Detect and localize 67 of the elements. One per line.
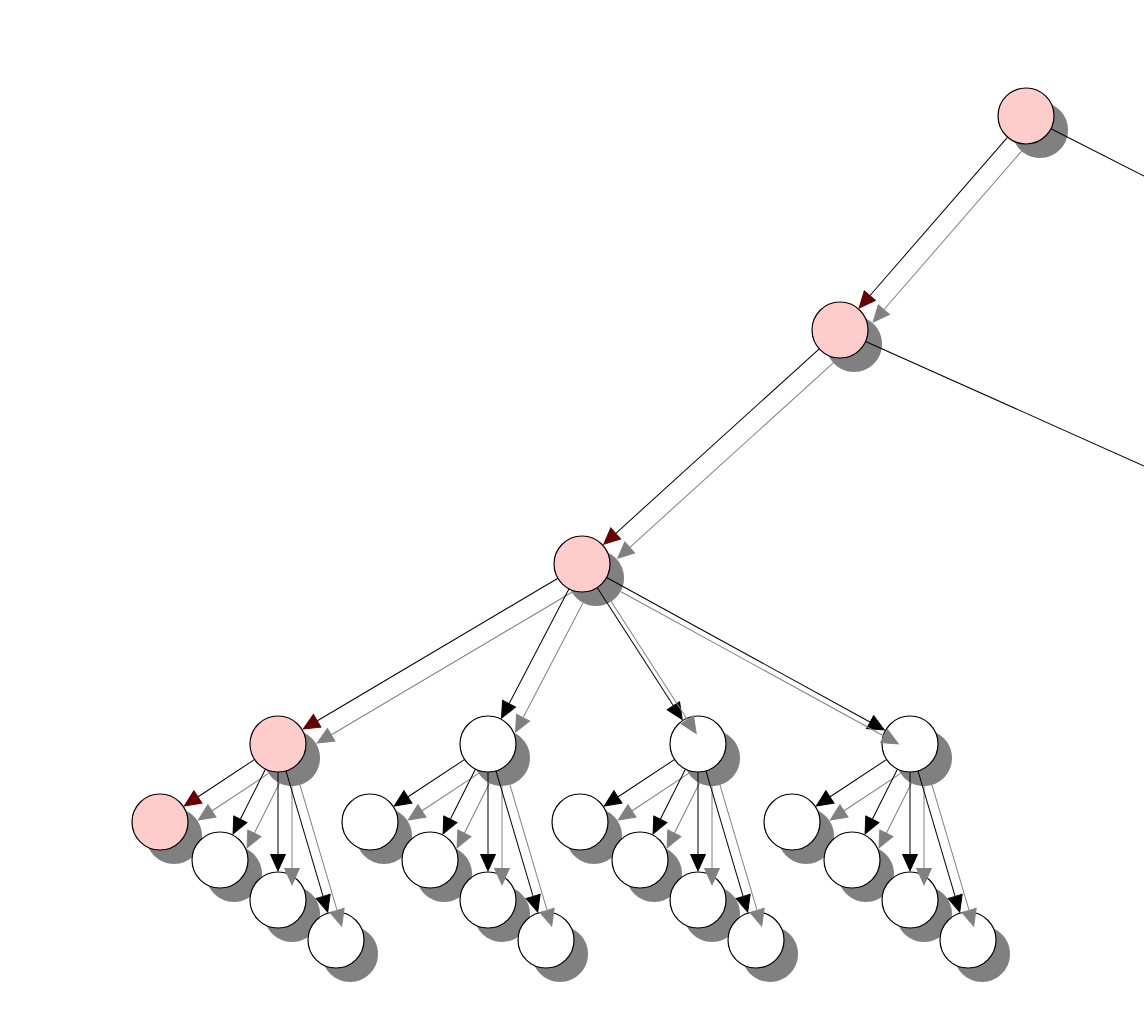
arrow <box>246 782 280 849</box>
circle-node <box>823 831 894 902</box>
arrow <box>494 785 510 886</box>
circle-node <box>553 535 624 606</box>
arrow <box>596 587 683 720</box>
arrow <box>617 362 834 559</box>
arrow <box>442 768 476 835</box>
arrow <box>858 136 1009 309</box>
arrow <box>509 784 555 927</box>
arrow <box>606 576 885 731</box>
arrow <box>666 782 700 849</box>
circle-node <box>341 793 412 864</box>
arrow <box>285 770 331 913</box>
arrow <box>197 772 270 821</box>
circle-node <box>669 871 740 942</box>
circle-node <box>517 911 588 982</box>
arrow <box>931 784 977 927</box>
arrow <box>705 770 751 913</box>
circle-node <box>459 715 530 786</box>
arrow <box>407 772 480 821</box>
arrow <box>829 772 902 821</box>
circle-node <box>939 911 1010 982</box>
arrow <box>501 588 570 719</box>
arrow <box>704 785 720 886</box>
arrow <box>393 758 466 807</box>
circle-node <box>881 715 952 786</box>
arrow <box>515 602 584 733</box>
circle-node <box>611 831 682 902</box>
arrow <box>719 784 765 927</box>
arrow <box>652 768 686 835</box>
arrow <box>690 771 706 872</box>
circle-node <box>669 715 740 786</box>
arrow <box>620 591 899 745</box>
arrow <box>603 348 820 545</box>
arrow <box>617 772 690 821</box>
arrow <box>299 784 345 927</box>
arrow <box>495 770 541 913</box>
circle-node <box>307 911 378 982</box>
arrow <box>603 758 676 807</box>
circle-node <box>191 831 262 902</box>
arrow <box>456 782 490 849</box>
arrow <box>610 601 697 734</box>
arrow <box>302 577 559 730</box>
circle-node <box>249 715 320 786</box>
arrow <box>917 770 963 913</box>
arrow <box>864 768 898 835</box>
circle-node <box>131 793 202 864</box>
circle-node <box>727 911 798 982</box>
arrow <box>815 758 888 807</box>
circle-node <box>811 301 882 372</box>
arrow <box>232 768 266 835</box>
arrow <box>270 771 286 872</box>
circle-node <box>763 793 834 864</box>
arrow <box>316 591 573 744</box>
circle-node <box>551 793 622 864</box>
arrow <box>183 758 256 807</box>
circle-node <box>401 831 472 902</box>
circle-node <box>459 871 530 942</box>
arrow <box>480 771 496 872</box>
arrow <box>902 771 918 872</box>
circle-node <box>881 871 952 942</box>
arrow <box>878 782 912 849</box>
arrow <box>872 150 1023 323</box>
arrow <box>916 785 932 886</box>
arrow <box>284 785 300 886</box>
circle-node <box>249 871 320 942</box>
circle-node <box>997 87 1068 158</box>
